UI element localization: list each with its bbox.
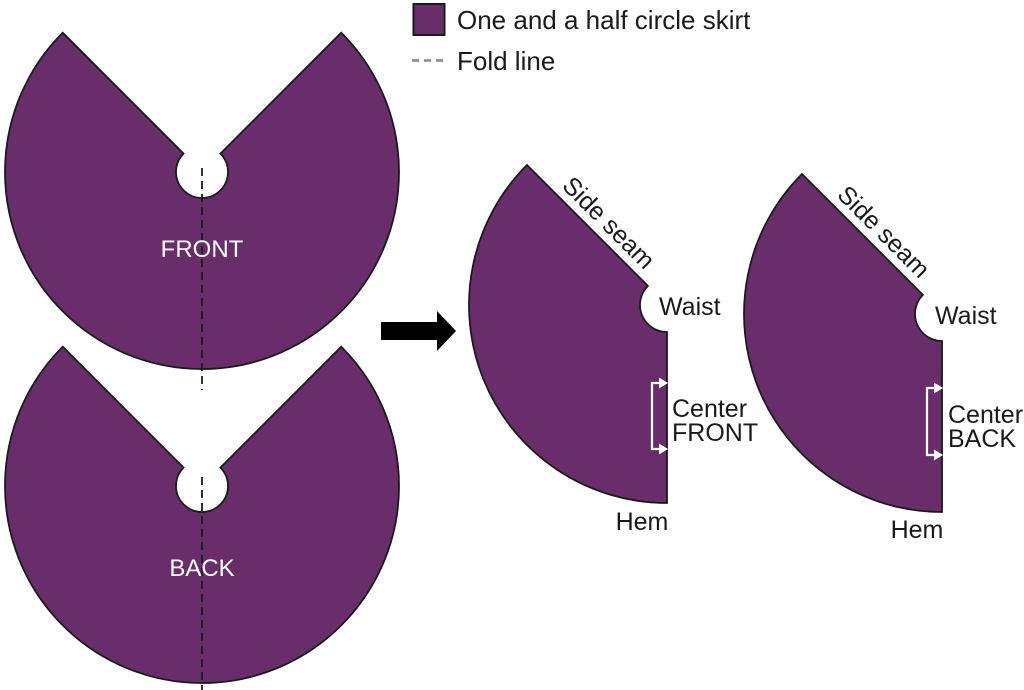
folded-front-center-label-line1: Center bbox=[672, 395, 747, 423]
legend-skirt-label: One and a half circle skirt bbox=[457, 5, 751, 35]
folded-back-center-bracket-icon bbox=[925, 382, 943, 461]
right-arrow-icon bbox=[381, 311, 456, 351]
folded-front-center-bracket-icon bbox=[650, 377, 668, 455]
back-piece-label: BACK bbox=[169, 555, 234, 582]
folded-front-piece-shape bbox=[468, 163, 668, 504]
legend-skirt-swatch bbox=[412, 3, 446, 36]
folded-back-hem-label: Hem bbox=[891, 516, 944, 544]
front-piece-label: FRONT bbox=[161, 236, 244, 263]
folded-front-waist-label: Waist bbox=[659, 293, 721, 321]
folded-back-piece-shape bbox=[743, 172, 943, 513]
folded-back-waist-label: Waist bbox=[935, 302, 997, 330]
folded-back-piece: Side seam Waist Center BACK Hem bbox=[743, 172, 1023, 544]
legend: One and a half circle skirt Fold line bbox=[412, 3, 751, 76]
folded-front-center-label-line2: FRONT bbox=[672, 419, 758, 447]
legend-fold-label: Fold line bbox=[457, 46, 555, 76]
folded-front-piece: Side seam Waist Center FRONT Hem bbox=[468, 163, 758, 536]
back-piece-shape bbox=[4, 345, 400, 684]
folded-back-center-label-line2: BACK bbox=[948, 425, 1016, 453]
folded-front-hem-label: Hem bbox=[616, 508, 669, 536]
folded-back-center-label-line1: Center bbox=[948, 401, 1023, 429]
